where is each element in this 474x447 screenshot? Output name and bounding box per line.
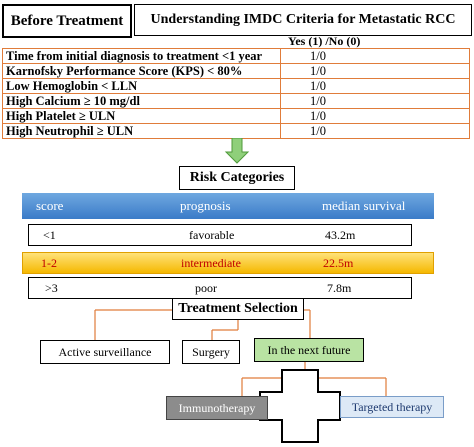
criterion-neutrophil-label: High Neutrophil ≥ ULN [6,124,134,138]
risk-survival: 43.2m [325,228,356,242]
risk-score: 1-2 [41,256,57,270]
table-rule [469,48,470,138]
table-rule [2,93,470,94]
risk-prognosis: favorable [189,228,235,242]
criterion-hemoglobin-label: Low Hemoglobin < LLN [6,79,138,93]
risk-row-intermediate: 1-2 intermediate 22.5m [22,252,434,274]
treatment-selection-title: Treatment Selection [172,298,304,320]
risk-row-favorable: <1 favorable 43.2m [28,224,412,246]
active-surveillance-box: Active surveillance [40,340,170,364]
risk-survival: 7.8m [327,281,352,295]
table-rule [2,48,470,49]
criterion-calcium-value: 1/0 [310,94,326,108]
targeted-therapy-box: Targeted therapy [340,396,444,418]
before-treatment-title: Before Treatment [2,4,132,38]
risk-score: <1 [43,228,56,242]
criterion-calcium-label: High Calcium ≥ 10 mg/dl [6,94,140,108]
risk-header-bar: score prognosis median survival [22,193,434,219]
criteria-column-header: Yes (1) /No (0) [288,34,361,48]
risk-prognosis: intermediate [181,256,241,270]
risk-categories-title: Risk Categories [179,166,295,190]
risk-score: >3 [45,281,58,295]
before-treatment-label: Before Treatment [10,12,124,29]
immunotherapy-box: Immunotherapy [166,396,268,420]
next-future-label: In the next future [267,342,351,357]
down-arrow-icon [224,138,250,164]
risk-header-score: score [36,198,64,213]
criterion-platelet-label: High Platelet ≥ ULN [6,109,116,123]
surgery-label: Surgery [192,344,230,359]
risk-header-survival: median survival [322,198,406,213]
criterion-time-value: 1/0 [310,49,326,63]
criterion-platelet-value: 1/0 [310,109,326,123]
table-rule [2,63,470,64]
active-surveillance-label: Active surveillance [58,344,152,359]
next-future-box: In the next future [254,338,364,362]
table-rule [280,48,281,138]
criterion-neutrophil-value: 1/0 [310,124,326,138]
criteria-table: Yes (1) /No (0) Time from initial diagno… [2,34,470,139]
imdc-criteria-label: Understanding IMDC Criteria for Metastat… [150,12,456,27]
risk-survival: 22.5m [323,256,354,270]
table-rule [2,108,470,109]
table-rule [2,48,3,138]
criterion-hemoglobin-value: 1/0 [310,79,326,93]
table-rule [2,78,470,79]
criterion-time-label: Time from initial diagnosis to treatment… [6,49,263,63]
risk-prognosis: poor [195,281,217,295]
risk-header-prognosis: prognosis [180,198,231,213]
criterion-kps-value: 1/0 [310,64,326,78]
criterion-kps-label: Karnofsky Performance Score (KPS) < 80% [6,64,243,78]
immunotherapy-label: Immunotherapy [178,400,256,415]
surgery-box: Surgery [182,340,240,364]
table-rule [2,123,470,124]
targeted-therapy-label: Targeted therapy [351,399,433,414]
risk-categories-label: Risk Categories [189,170,285,185]
treatment-selection-label: Treatment Selection [178,301,298,316]
imdc-criteria-title: Understanding IMDC Criteria for Metastat… [134,4,472,36]
cross-icon [259,369,341,443]
